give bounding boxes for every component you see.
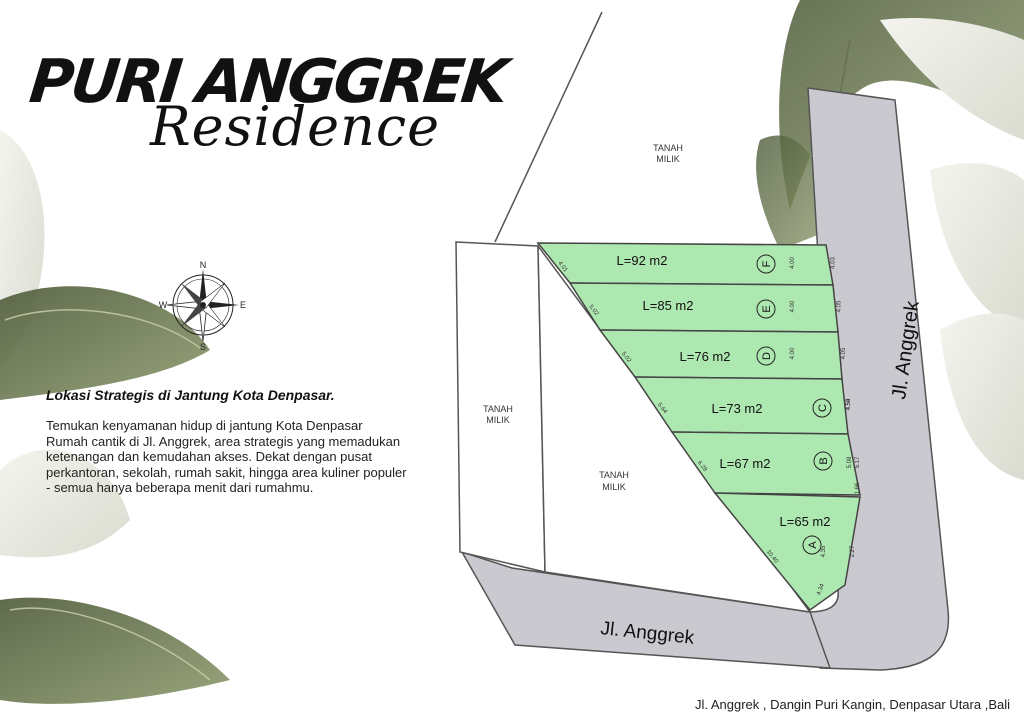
lot-e[interactable] [568, 282, 839, 333]
lot-id-label: E [761, 305, 773, 312]
lot-dim-right: 2.27 [850, 545, 856, 557]
headline: Lokasi Strategis di Jantung Kota Denpasa… [46, 387, 335, 403]
lot-id-label: F [761, 260, 773, 267]
land-top-label-1: TANAH [653, 143, 683, 153]
lot-dim-mid: 4.50 [846, 398, 852, 410]
description-line: - semua hanya beberapa menit dari rumahm… [46, 480, 314, 495]
leaves-left [0, 130, 230, 704]
lot-dim-right: 4.03 [831, 257, 837, 269]
lot-id-circle [756, 254, 776, 274]
title-sub: Residence [150, 95, 441, 158]
lot-dim-right: 5.17 [855, 456, 861, 468]
lot-area-label: L=92 m2 [617, 253, 668, 268]
compass-n: N [200, 260, 207, 270]
road-bottom [460, 550, 832, 669]
lot-b[interactable] [670, 431, 861, 496]
leaves-right [756, 0, 1024, 480]
lot-dim-mid: 4.35 [821, 545, 827, 557]
description: Temukan kenyamanan hidup di jantung Kota… [46, 418, 456, 496]
lot-area-label: L=67 m2 [720, 456, 771, 471]
address: Jl. Anggrek , Dangin Puri Kangin, Denpas… [694, 697, 1010, 712]
lot-dim-right-2: 1.66 [855, 482, 861, 494]
lot-id-label: C [817, 404, 829, 412]
compass-s: S [200, 342, 206, 352]
land-center-label-2: MILIK [602, 482, 626, 492]
lot-id-circle [802, 535, 822, 555]
lot-area-label: L=76 m2 [680, 349, 731, 364]
land-center-label-1: TANAH [599, 470, 629, 480]
description-line: Temukan kenyamanan hidup di jantung Kota… [46, 418, 363, 433]
land-left-label-1: TANAH [483, 404, 513, 414]
land-top-label-2: MILIK [656, 154, 680, 164]
lot-dim-mid: 4.00 [790, 257, 796, 269]
description-line: Rumah cantik di Jl. Anggrek, area strate… [46, 433, 401, 449]
lot-dim-mid: 4.00 [790, 300, 796, 312]
lot-dim-right: 4.05 [837, 300, 843, 312]
lot-area-label: L=73 m2 [712, 401, 763, 416]
lot-dim-right: 4.54 [846, 398, 852, 410]
lot-id-circle [756, 299, 776, 319]
lot-dim-mid: 5.08 [847, 456, 853, 468]
lot-id-label: D [761, 352, 773, 360]
compass-w: W [159, 300, 168, 310]
lot-id-circle [813, 451, 833, 471]
lot-area-label: L=65 m2 [780, 514, 831, 529]
lot-dim-mid: 4.00 [790, 347, 796, 359]
lot-id-label: A [807, 541, 819, 549]
lot-f[interactable] [536, 242, 834, 286]
lot-a[interactable] [713, 492, 861, 612]
lot-area-label: L=85 m2 [643, 298, 694, 313]
compass-e: E [240, 300, 246, 310]
lot-id-circle [812, 398, 832, 418]
lot-dim-right: 4.05 [841, 347, 847, 359]
lot-dim-bottom: 4.34 [816, 583, 826, 597]
compass-icon: N S E W [159, 260, 246, 352]
land-left-label-2: MILIK [486, 415, 510, 425]
description-line: ketenangan dan kemudahan akses. Dekat de… [46, 449, 372, 464]
lot-id-label: B [818, 457, 830, 464]
lot-id-circle [756, 346, 776, 366]
boundary-line [494, 11, 603, 243]
description-line: perkantoran, sekolah, rumah sakit, hingg… [46, 464, 407, 480]
